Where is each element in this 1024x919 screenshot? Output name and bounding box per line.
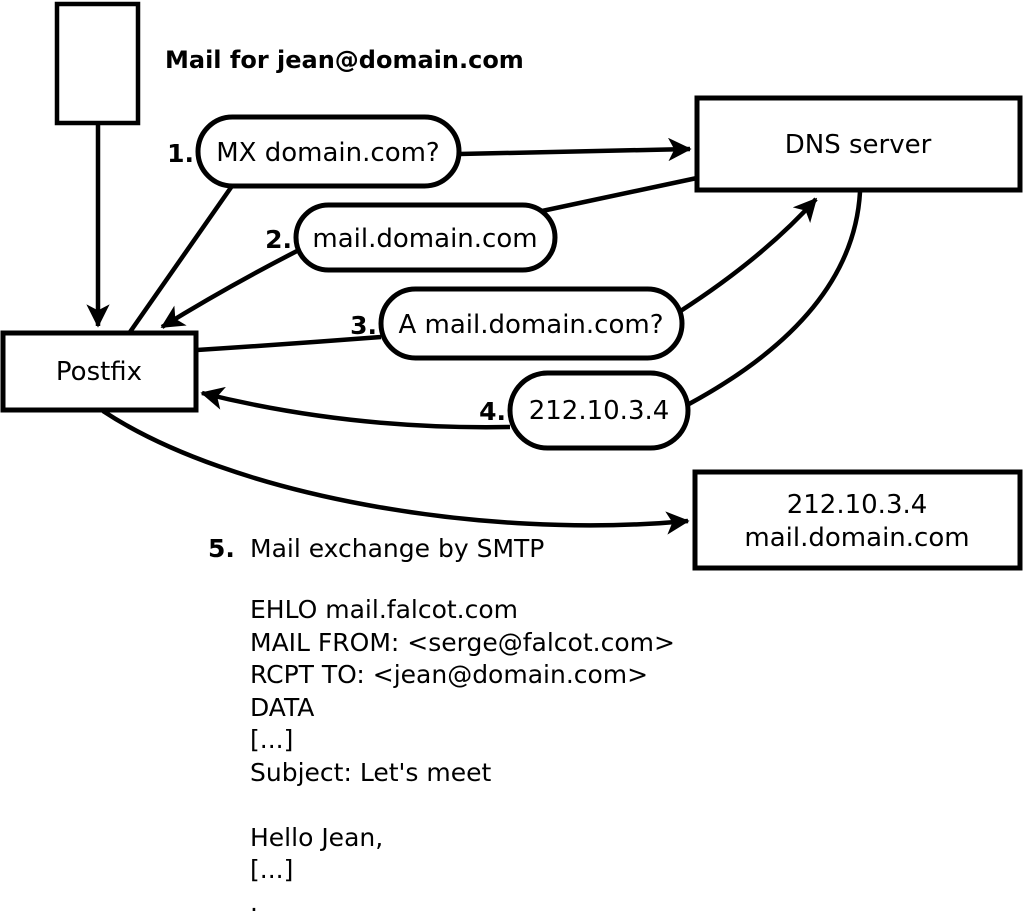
line-postfix-to-mx-query (128, 184, 234, 334)
step-number: 1. (167, 139, 194, 168)
step-pill-3: 3. A mail.domain.com? (350, 286, 685, 361)
pill-shape (293, 202, 558, 273)
arrow-mx-query-to-dns (458, 137, 692, 162)
arrow-a-query-to-dns (677, 197, 818, 314)
arrow-mx-reply-to-postfix (160, 248, 299, 329)
smtp-exchange-label: Mail exchange by SMTP (250, 534, 544, 563)
dns-server-box (694, 95, 1023, 193)
mail-message-icon (54, 1, 141, 126)
postfix-label: Postfix (56, 357, 142, 387)
mail-for-title: Mail for jean@domain.com (165, 46, 524, 74)
line-postfix-to-a-query (196, 334, 382, 353)
mail-server-box (692, 469, 1023, 571)
arrow-smtp-exchange (101, 409, 690, 535)
arrow-ip-reply-to-postfix (200, 386, 511, 430)
line-dns-to-ip-reply (687, 191, 863, 406)
step-pill-1: 1. MX domain.com? (167, 114, 462, 189)
postfix-box (0, 330, 199, 413)
step-pill-4: 4. 212.10.3.4 (479, 370, 691, 451)
step-number: 4. (479, 397, 506, 426)
dns-server-label: DNS server (785, 130, 932, 160)
pill-shape (378, 286, 685, 361)
pill-label: 212.10.3.4 (529, 396, 670, 426)
step-pill-2: 2. mail.domain.com (265, 202, 558, 273)
pill-label: MX domain.com? (216, 138, 439, 168)
mail-server-hostname: mail.domain.com (744, 523, 969, 553)
mail-server-ip: 212.10.3.4 (787, 490, 928, 520)
pill-shape (507, 370, 691, 451)
pill-label: mail.domain.com (312, 224, 537, 254)
step-number: 3. (350, 311, 377, 340)
smtp-transcript: EHLO mail.falcot.com MAIL FROM: <serge@f… (250, 595, 675, 917)
step-number-5: 5. (208, 534, 235, 563)
line-dns-to-mx-reply (541, 175, 698, 214)
pill-shape (195, 114, 462, 189)
pill-label: A mail.domain.com? (399, 310, 664, 340)
step-number: 2. (265, 225, 292, 254)
